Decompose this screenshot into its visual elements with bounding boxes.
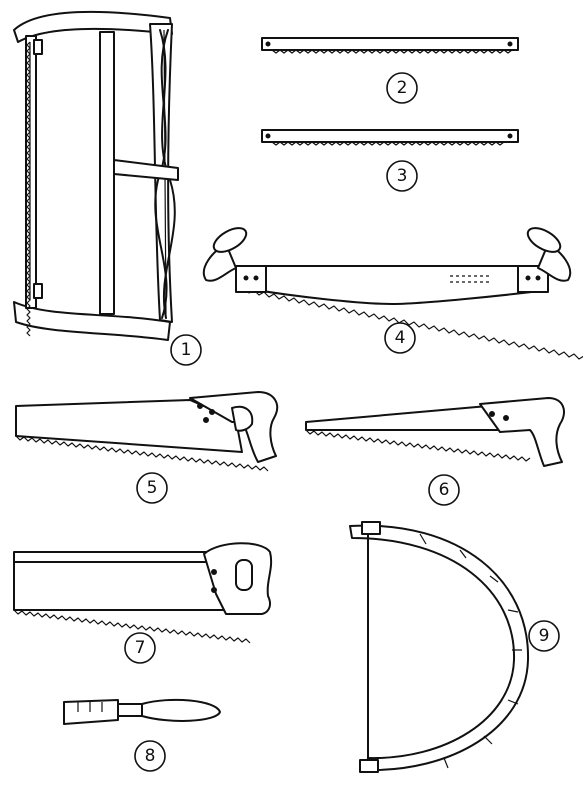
frame-saw — [13, 10, 179, 341]
bow-saw — [349, 521, 530, 773]
svg-text:6: 6 — [439, 480, 450, 500]
label-8: 8 — [134, 740, 166, 772]
svg-text:8: 8 — [145, 746, 156, 766]
svg-text:7: 7 — [135, 638, 146, 658]
tenon-saw — [13, 542, 273, 644]
handsaw — [15, 391, 279, 472]
label-1: 1 — [170, 334, 202, 366]
label-5: 5 — [136, 472, 168, 504]
small-saw — [63, 698, 221, 725]
svg-text:5: 5 — [147, 478, 158, 498]
keyhole-saw — [305, 397, 565, 467]
crosscut-saw — [203, 227, 583, 360]
label-3: 3 — [386, 160, 418, 192]
label-7: 7 — [124, 632, 156, 664]
label-9: 9 — [528, 620, 560, 652]
label-6: 6 — [428, 474, 460, 506]
saw-blade-b — [261, 129, 519, 146]
svg-text:1: 1 — [181, 340, 192, 360]
label-2: 2 — [386, 72, 418, 104]
svg-text:4: 4 — [395, 328, 406, 348]
svg-text:3: 3 — [397, 166, 408, 186]
svg-text:2: 2 — [397, 78, 408, 98]
label-4: 4 — [384, 322, 416, 354]
svg-text:9: 9 — [539, 626, 550, 646]
saw-blade-a — [261, 37, 519, 54]
